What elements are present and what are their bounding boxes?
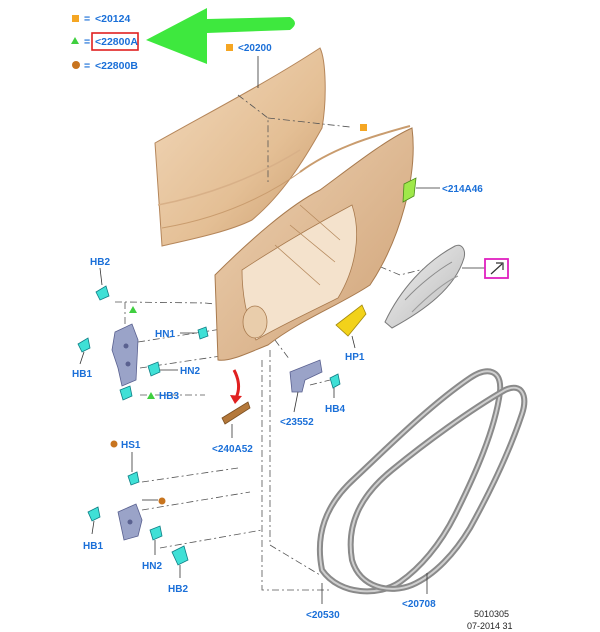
upper-hinge-group: HB2 HN1 HB1 HN2 HB3: [72, 257, 209, 402]
red-direction-arrow: [232, 369, 241, 399]
hb2-bot-label: HB2: [168, 584, 188, 595]
legend-circle-icon: [72, 61, 80, 69]
strap-label: <240A52: [212, 444, 253, 455]
inner-seal: [347, 384, 528, 592]
hb2-top-label: HB2: [90, 257, 110, 268]
hs1-label: HS1: [121, 440, 141, 451]
hb1-top-label: HB1: [72, 369, 92, 380]
outer-seal: [316, 368, 504, 595]
legend-square-eq: =: [84, 13, 90, 25]
weatherstrip-seals: <20530 <20708: [306, 368, 528, 621]
seal-outer-label: <20530: [306, 610, 340, 621]
legend-highlight-box: [91, 32, 139, 51]
diagram-footer: 5010305 07-2014 31: [467, 609, 513, 631]
hn2-bot-label: HN2: [142, 561, 162, 572]
door-inner-panel: [214, 124, 414, 361]
hinge-circle-marker: [158, 497, 166, 505]
hs1-circle-marker: [110, 440, 118, 448]
hn1-label: HN1: [155, 329, 175, 340]
assembly-lines: [115, 94, 441, 591]
check-label: <23552: [280, 417, 314, 428]
hb4-label: HB4: [325, 404, 345, 415]
legend-square-ref: <20124: [95, 13, 130, 25]
skin-label: <20200: [238, 43, 272, 54]
hinge-triangle-marker: [129, 306, 137, 313]
legend-triangle-ref: <22800A: [95, 36, 138, 48]
footer-code: 5010305: [474, 609, 509, 619]
strap-part: <240A52: [212, 369, 253, 455]
trim-clip-part: <214A46: [402, 177, 483, 203]
hp1-label: HP1: [345, 352, 365, 363]
trim-panel-part: [384, 244, 509, 329]
hb3-triangle-marker: [147, 392, 155, 399]
trim-clip-label: <214A46: [442, 184, 483, 195]
hn2-top-label: HN2: [180, 366, 200, 377]
callout-arrow-icon: [490, 262, 504, 275]
legend-circle-ref: <22800B: [95, 60, 138, 72]
pad-part: HP1: [335, 304, 367, 363]
footer-date: 07-2014 31: [467, 621, 513, 631]
door-outer-skin: <20200: [154, 43, 326, 247]
frame-square-marker: [360, 124, 367, 131]
see-detail-callout[interactable]: [484, 258, 509, 279]
lower-hinge-group: HS1 HB1 HN2 HB2: [83, 440, 189, 595]
skin-square-marker: [226, 44, 233, 51]
hb1-bot-label: HB1: [83, 541, 103, 552]
legend-circle-eq: =: [84, 60, 90, 72]
door-check-part: <23552 HB4: [280, 359, 345, 428]
green-pointer-arrow: [146, 8, 295, 64]
seal-inner-label: <20708: [402, 599, 436, 610]
legend-triangle-icon: [71, 37, 79, 44]
legend-square-icon: [72, 15, 79, 22]
legend-triangle-eq: =: [84, 36, 90, 48]
hb3-label: HB3: [159, 391, 179, 402]
legend: = <20124 = <22800A = <22800B: [71, 8, 295, 72]
